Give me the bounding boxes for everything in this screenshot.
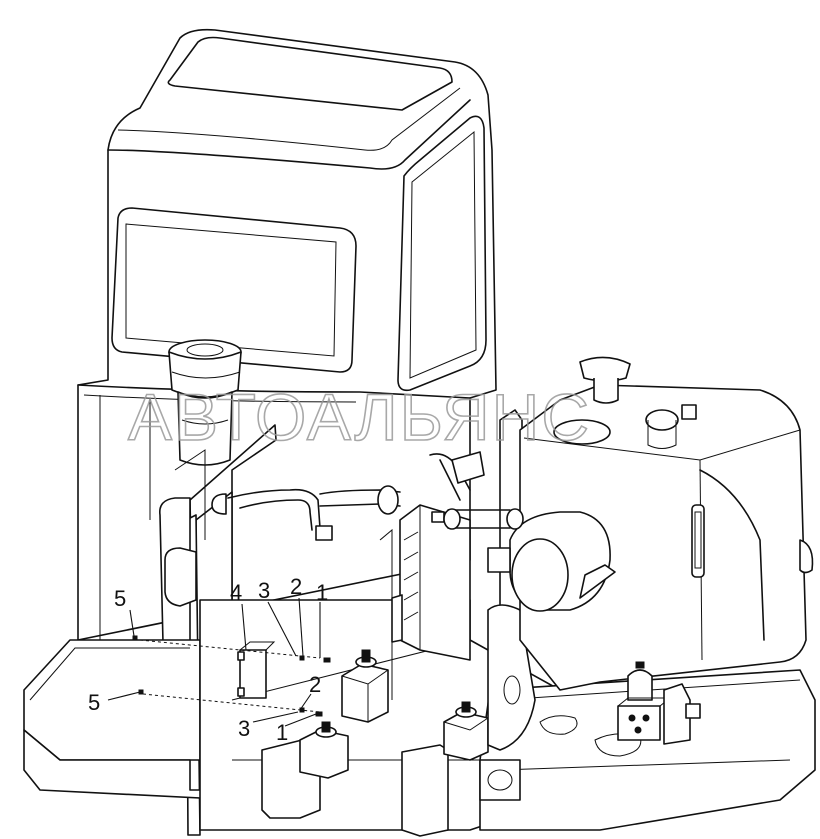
- callout-3-lower: 3: [238, 716, 250, 741]
- air-intake-precleaner: [168, 339, 242, 466]
- cab-mount-front-right: [341, 649, 389, 723]
- callout-5-lower: 5: [88, 690, 100, 715]
- cab-mount-rear-left: [299, 721, 349, 779]
- callout-2-lower: 2: [309, 672, 321, 697]
- hoses: [211, 451, 524, 573]
- hydraulic-tank: [509, 356, 814, 691]
- radiator: [379, 504, 471, 700]
- switch-bracket-components: [132, 635, 331, 717]
- callout-labels: 1 2 3 4 5 5 2 3 1: [88, 574, 328, 745]
- callout-5-upper: 5: [114, 586, 126, 611]
- callout-2-upper: 2: [290, 574, 302, 599]
- valve-block: [617, 661, 701, 745]
- callout-3-upper: 3: [258, 578, 270, 603]
- callout-leaders: [107, 597, 321, 727]
- callout-4: 4: [230, 580, 242, 605]
- callout-1-lower: 1: [276, 720, 288, 745]
- watermark-text: АВТОАЛЬЯНС: [128, 380, 591, 454]
- cab-mount-rear-right: [443, 701, 489, 761]
- callout-1-upper: 1: [316, 580, 328, 605]
